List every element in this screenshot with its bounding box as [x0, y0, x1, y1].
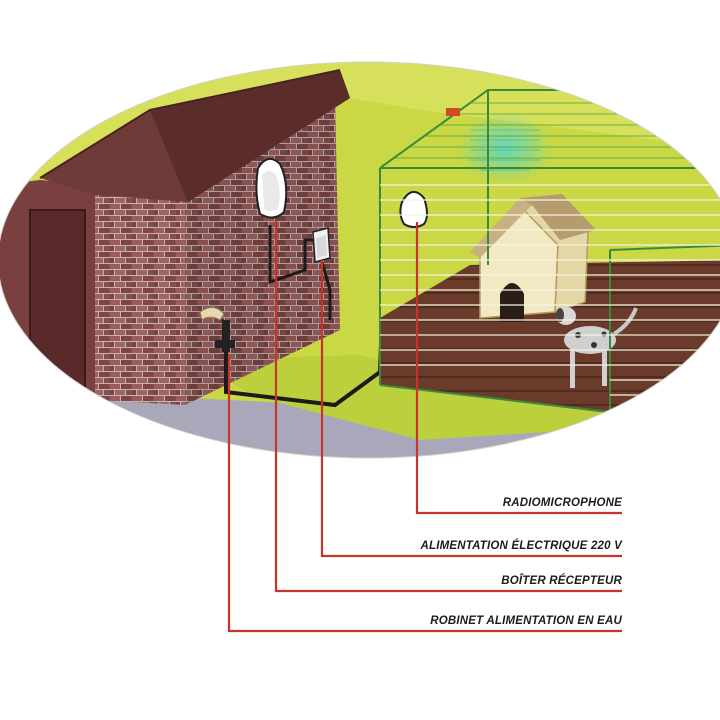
callout-line-radiomicrophone	[415, 222, 622, 515]
callout-line-receiver	[274, 220, 622, 593]
callout-label-water-tap: ROBINET ALIMENTATION EN EAU	[430, 615, 622, 627]
kennel-floor	[380, 260, 720, 418]
callout-lines	[227, 220, 622, 633]
radiomicrophone-unit	[399, 191, 428, 228]
house-door	[30, 210, 85, 390]
callout-line-water-tap	[227, 355, 622, 633]
callout-label-receiver: BOÎTER RÉCEPTEUR	[501, 575, 622, 587]
radio-wave	[457, 112, 553, 184]
callout-line-power	[320, 260, 622, 558]
callout-label-radiomicrophone: RADIOMICROPHONE	[502, 497, 622, 509]
power-box	[312, 227, 331, 263]
wall-wiring	[268, 225, 313, 285]
receiver-unit	[255, 157, 288, 219]
kennel-cage	[379, 89, 720, 413]
water-tap	[199, 307, 235, 352]
brick-house-front	[95, 195, 185, 405]
oval-scene	[0, 62, 720, 458]
cage-marker	[446, 108, 460, 116]
callout-label-power: ALIMENTATION ÉLECTRIQUE 220 V	[420, 540, 622, 552]
